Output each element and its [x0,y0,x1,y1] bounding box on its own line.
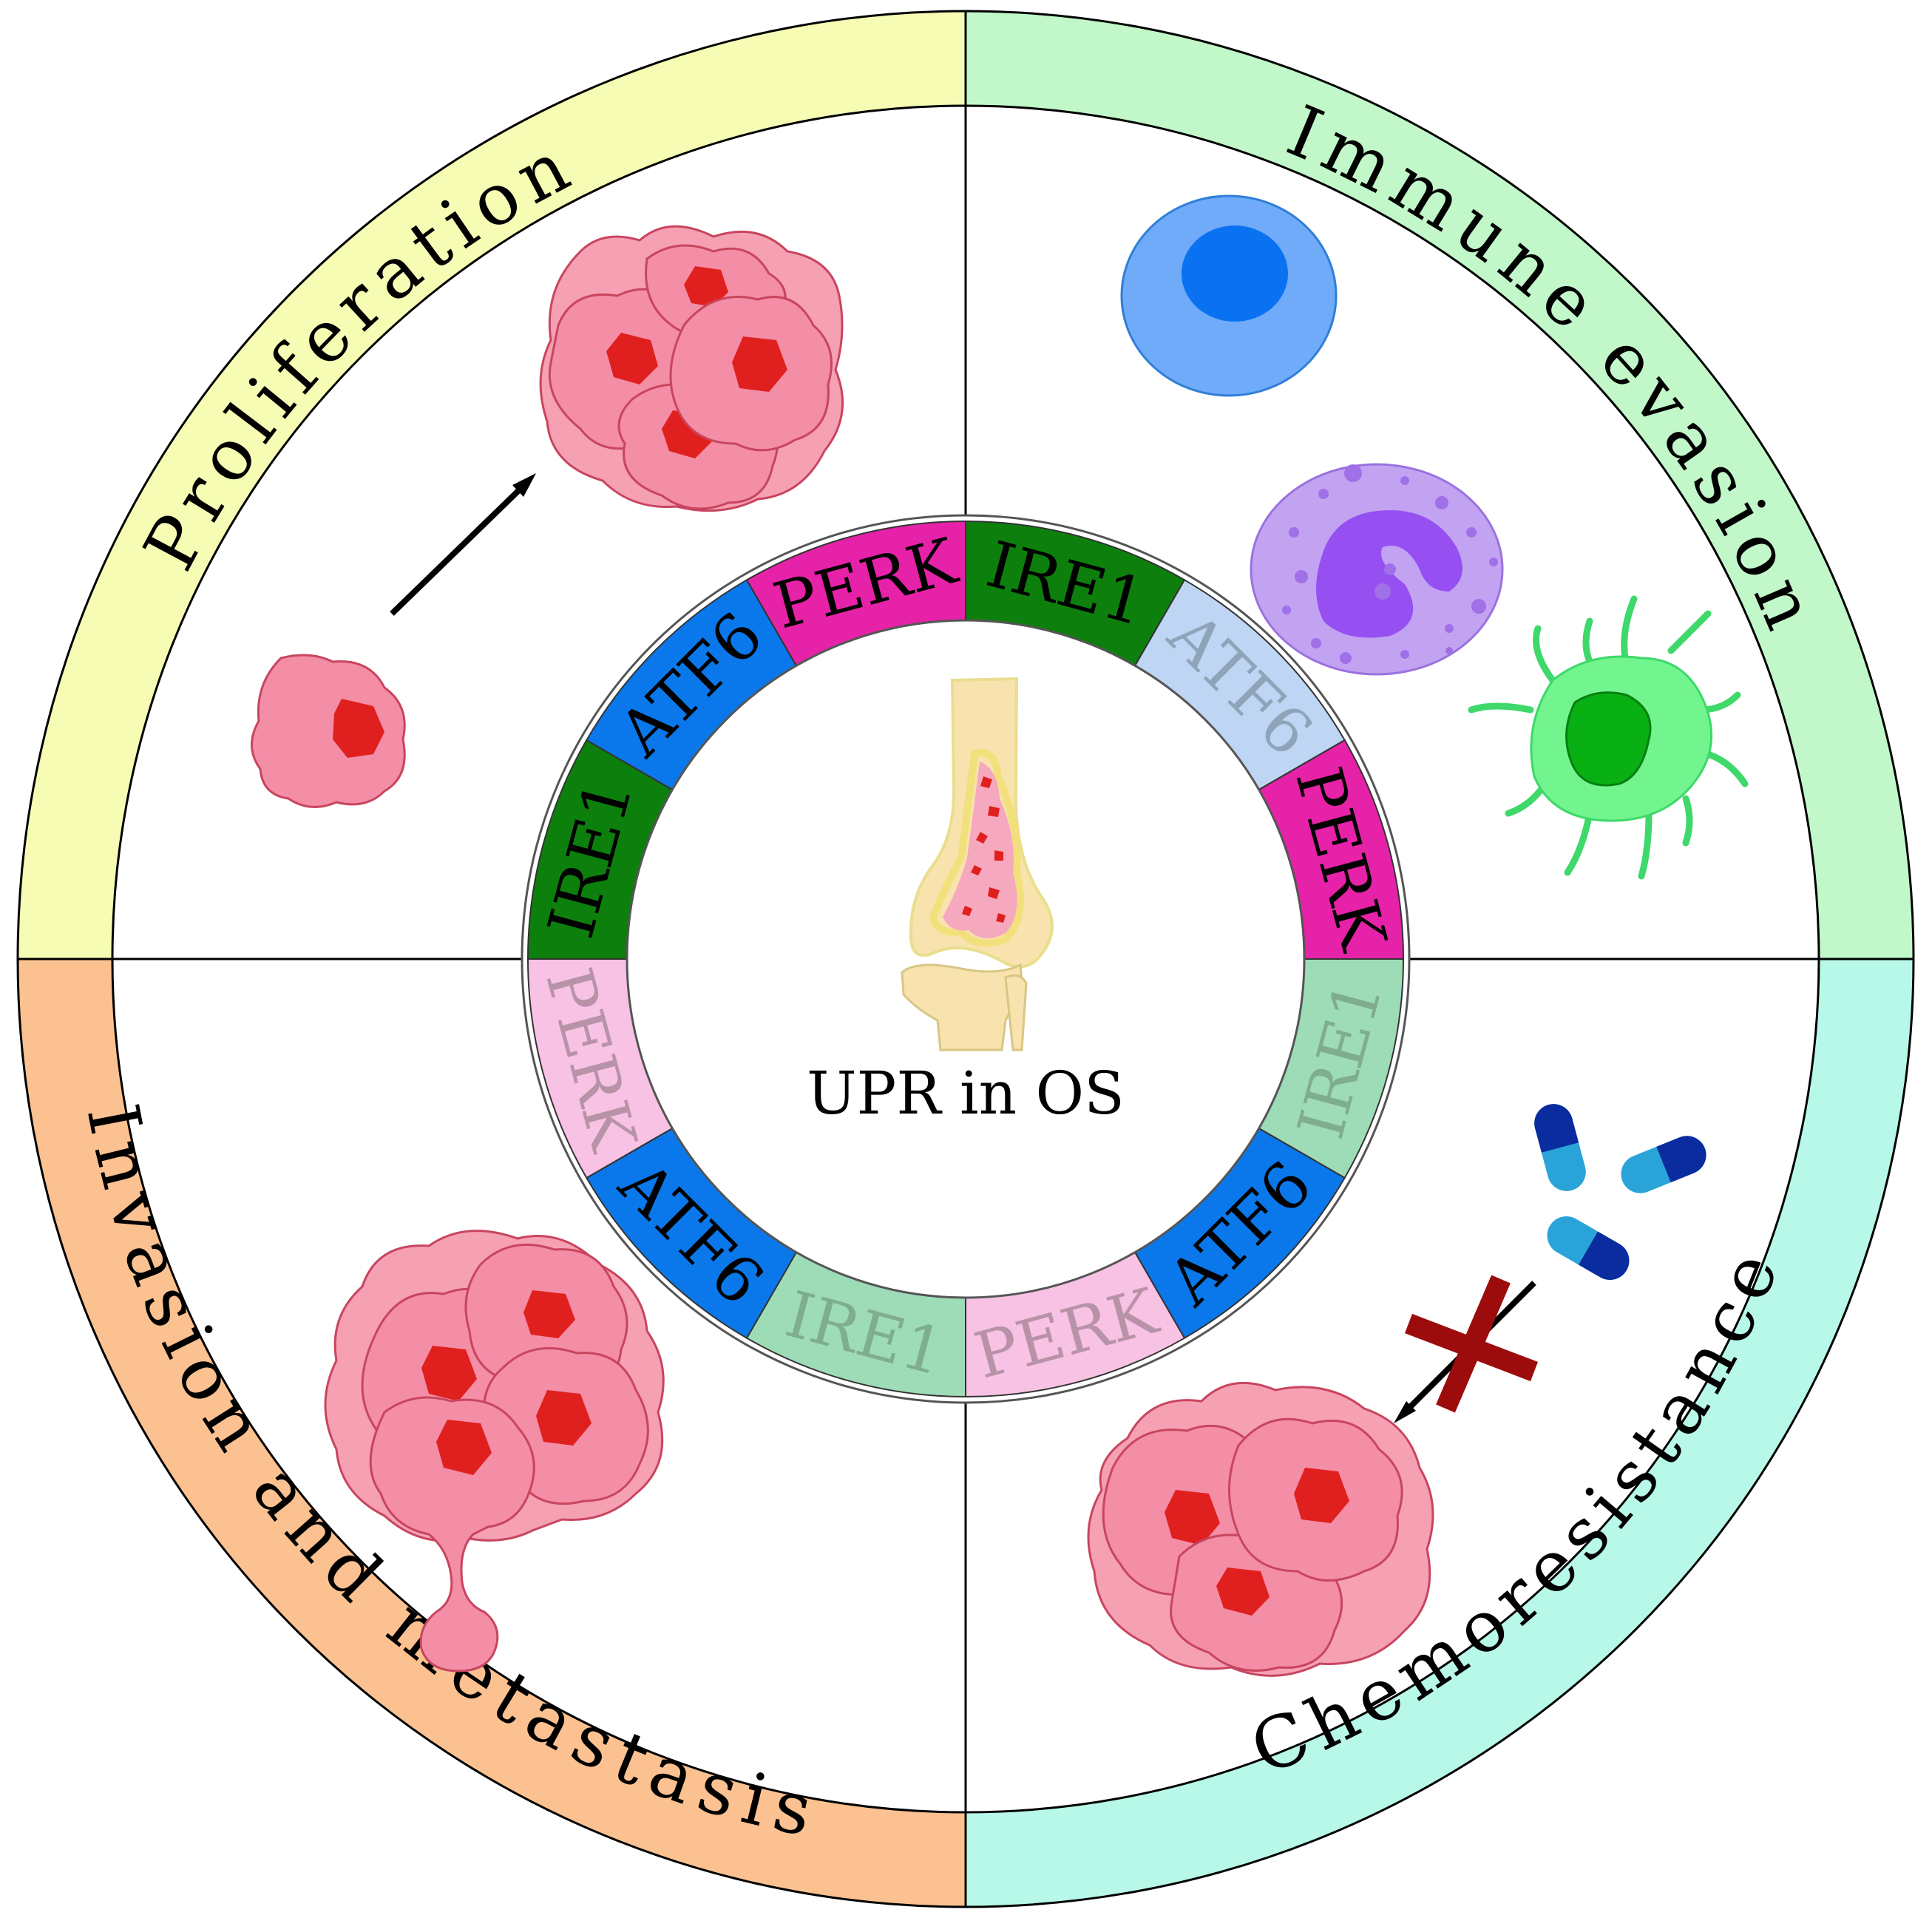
center-title: UPR in OS [807,1059,1125,1128]
capsule-icon-1 [1534,1104,1586,1191]
cell-cluster-chemoresistance [1087,1381,1434,1677]
capsule-icon-3 [1547,1216,1630,1280]
dendritic-body [1530,655,1713,822]
arrow-head [512,473,536,497]
cell-cluster-invasion [324,1230,665,1673]
single-cancer-cell [251,654,406,808]
cross-icon [1405,1275,1538,1413]
lymphocyte-icon [1120,194,1338,397]
proliferation-arrow [390,486,523,616]
capsule-icon-2 [1621,1136,1706,1193]
cell-cluster-proliferation [539,225,844,512]
neutrophil-icon [1250,463,1504,676]
chemo-arrow-head [1394,1401,1416,1423]
bone-tumor-icon [901,677,1054,1051]
upr-ring-inner [626,619,1306,1299]
